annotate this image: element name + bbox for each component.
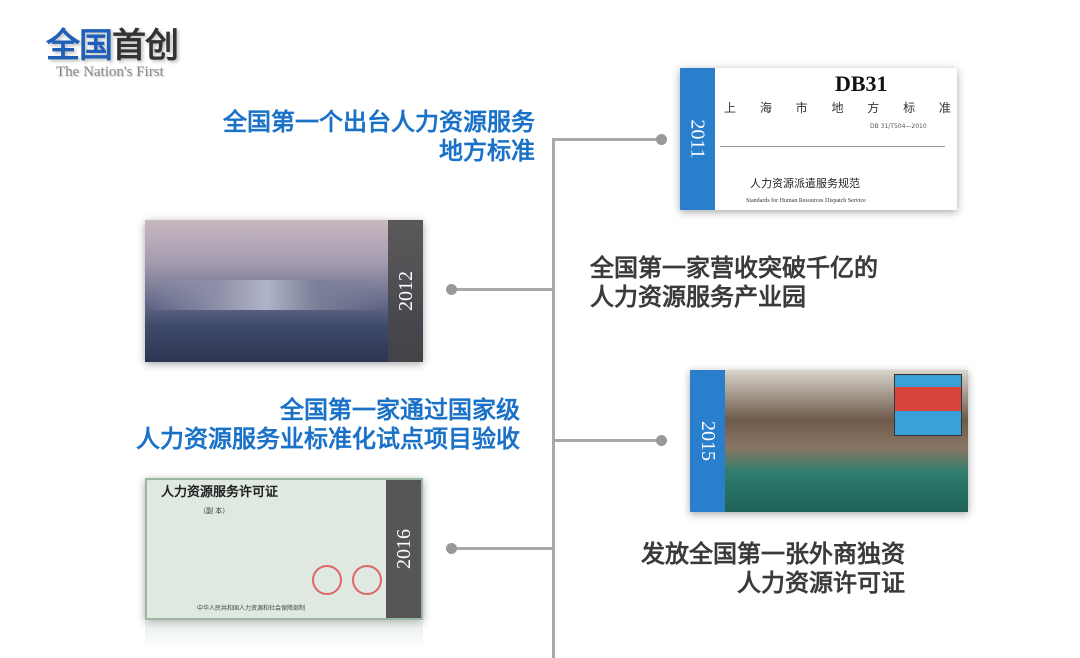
timeline-dot [656, 435, 667, 446]
timeline-dot [446, 284, 457, 295]
doc-title-en: Standards for Human Resources Dispatch S… [746, 198, 866, 204]
timeline-branch [452, 288, 554, 291]
projector-screen [894, 374, 962, 436]
timeline-branch [553, 138, 661, 141]
license-certificate-image: 人力资源服务许可证 （副 本） 中华人民共和国人力资源和社会保障部制 2016 [145, 478, 423, 620]
doc-number: DB 31/T504—2010 [870, 123, 927, 130]
divider [720, 146, 945, 147]
logo-subtitle: The Nation's First [56, 64, 164, 80]
meeting-photo: 2015 [690, 370, 968, 512]
milestone-2011-text: 全国第一个出台人力资源服务地方标准 [223, 108, 535, 165]
year-band: 2012 [388, 220, 423, 362]
red-seal [312, 565, 342, 595]
doc-title: 人力资源派遣服务规范 [750, 177, 860, 190]
year-band: 2015 [690, 370, 725, 512]
timeline-dot [446, 543, 457, 554]
shanghai-skyline-image: 2012 [145, 220, 423, 362]
timeline-axis [552, 138, 555, 658]
milestone-2012-text: 全国第一家营收突破千亿的人力资源服务产业园 [590, 254, 878, 311]
license-title: 人力资源服务许可证 [161, 485, 279, 500]
logo-title: 全国首创 [46, 26, 179, 66]
timeline-dot [656, 134, 667, 145]
doc-region: 上 海 市 地 方 标 准 [724, 101, 954, 115]
milestone-2016-text: 发放全国第一张外商独资人力资源许可证 [641, 540, 905, 597]
milestone-2015-text: 全国第一家通过国家级人力资源服务业标准化试点项目验收 [136, 396, 520, 453]
year-band: 2011 [680, 68, 715, 210]
doc-code: DB31 [835, 71, 888, 96]
red-seal [352, 565, 382, 595]
image-reflection [145, 622, 423, 649]
license-issuer: 中华人民共和国人力资源和社会保障部制 [197, 605, 306, 612]
timeline-branch [553, 439, 661, 442]
timeline-branch [452, 547, 554, 550]
standard-document-image: 2011 DB31 上 海 市 地 方 标 准 DB 31/T504—2010 … [680, 68, 957, 210]
year-band: 2016 [386, 480, 421, 618]
license-copy-label: （副 本） [199, 507, 230, 515]
